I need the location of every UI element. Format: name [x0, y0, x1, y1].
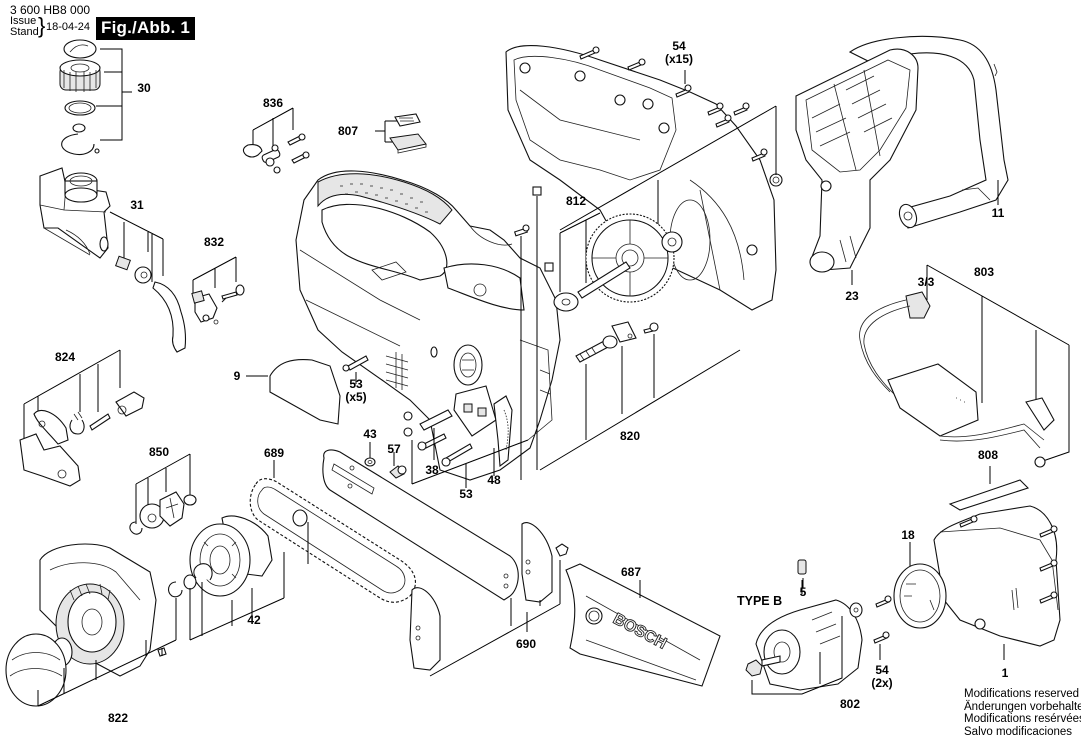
part-812-gear [553, 180, 683, 312]
issue-stand-label: Issue Stand [10, 16, 39, 38]
type-b-label: TYPE B [737, 594, 783, 608]
label-30: 30 [137, 81, 151, 95]
label-1: 1 [1001, 666, 1009, 680]
part-836-chain-brake-parts [242, 107, 310, 174]
part-832-switch-lock [191, 256, 245, 325]
notice-english: Modifications reserved [964, 688, 1080, 700]
part-11-front-handle [848, 35, 1009, 229]
label-832: 832 [203, 235, 225, 249]
stand-label: Stand [10, 26, 39, 38]
part-850-sprocket-parts [129, 453, 197, 535]
label-824: 824 [54, 350, 76, 364]
label-808: 808 [977, 448, 999, 462]
part-803-electronics-harness [859, 264, 1070, 468]
figure-label: Fig./Abb. 1 [96, 17, 196, 40]
label-689: 689 [263, 446, 285, 460]
notice-german: Änderungen vorbehalten [964, 700, 1081, 713]
screws-54-x2-and-housing [873, 515, 1058, 660]
label-5: 5 [799, 585, 807, 599]
part-807-labels [375, 113, 427, 154]
brace-glyph: } [38, 13, 46, 38]
label-812: 812 [565, 194, 587, 208]
part-824-brake-lever-parts [19, 349, 145, 487]
part-689-saw-chain [249, 460, 416, 603]
label-53-x5: 53 (x5) [345, 378, 366, 404]
screws-54-x15 [559, 46, 783, 231]
label-11: 11 [991, 206, 1005, 220]
oil-tank-body [39, 167, 111, 259]
label-3-3: 3/3 [917, 275, 935, 289]
label-836: 836 [262, 96, 284, 110]
part-690-bar-plates [409, 522, 569, 677]
label-803: 803 [973, 265, 995, 279]
label-820: 820 [619, 429, 641, 443]
label-54-x2: 54 (2x) [871, 664, 892, 690]
label-43: 43 [363, 427, 377, 441]
label-54-bottom-qty: (2x) [871, 676, 893, 690]
label-23: 23 [845, 289, 859, 303]
label-53-bottom: 53 [459, 487, 473, 501]
loose-screws-center [513, 186, 554, 480]
notice-spanish: Salvo modificaciones [964, 725, 1073, 738]
label-807: 807 [337, 124, 359, 138]
part-31-oil-fittings [109, 211, 187, 353]
label-53-top-number: 53 [349, 377, 363, 391]
label-687: 687 [620, 565, 642, 579]
label-38: 38 [425, 463, 439, 477]
part-9-guide-plate [246, 358, 341, 425]
part-number: 3 600 HB8 000 [10, 3, 91, 17]
label-42: 42 [247, 613, 261, 627]
label-53-top-qty: (x5) [345, 390, 367, 404]
label-57: 57 [387, 442, 401, 456]
notice-french: Modifications resérvées [964, 713, 1081, 725]
issue-label: Issue [10, 15, 37, 27]
issue-date: 18-04-24 [46, 21, 91, 33]
label-802: 802 [839, 697, 861, 711]
modifications-notice: Modifications reserved Änderungen vorbeh… [964, 688, 1081, 738]
part-30-oil-cap-assembly [59, 39, 132, 156]
label-31: 31 [130, 198, 144, 212]
part-802-motor [745, 559, 863, 695]
label-690: 690 [515, 637, 537, 651]
main-housing-rear-handle [295, 170, 561, 481]
label-54-bottom-number: 54 [875, 663, 889, 677]
part-687-bar-guard: BOSCH [565, 563, 721, 687]
label-850: 850 [148, 445, 170, 459]
part-808-cover-strip [948, 466, 1030, 511]
part-820-bolt-plate [539, 321, 741, 471]
label-54-top-number: 54 [672, 39, 686, 53]
chain-tensioner-parts [364, 385, 529, 488]
part-23-handguard [795, 48, 919, 285]
label-48: 48 [487, 473, 501, 487]
part-53-screw-x5 [342, 355, 369, 384]
label-54-top-qty: (x15) [664, 52, 694, 66]
label-822: 822 [107, 711, 129, 725]
part-42-clutch-cover [183, 515, 285, 641]
label-9: 9 [233, 369, 241, 383]
label-18: 18 [901, 528, 915, 542]
guide-bar [322, 449, 519, 601]
part-1-motor-housing [893, 505, 1061, 660]
part-822-sprocket-cover [5, 543, 183, 707]
label-54-x15: 54 (x15) [665, 40, 693, 66]
